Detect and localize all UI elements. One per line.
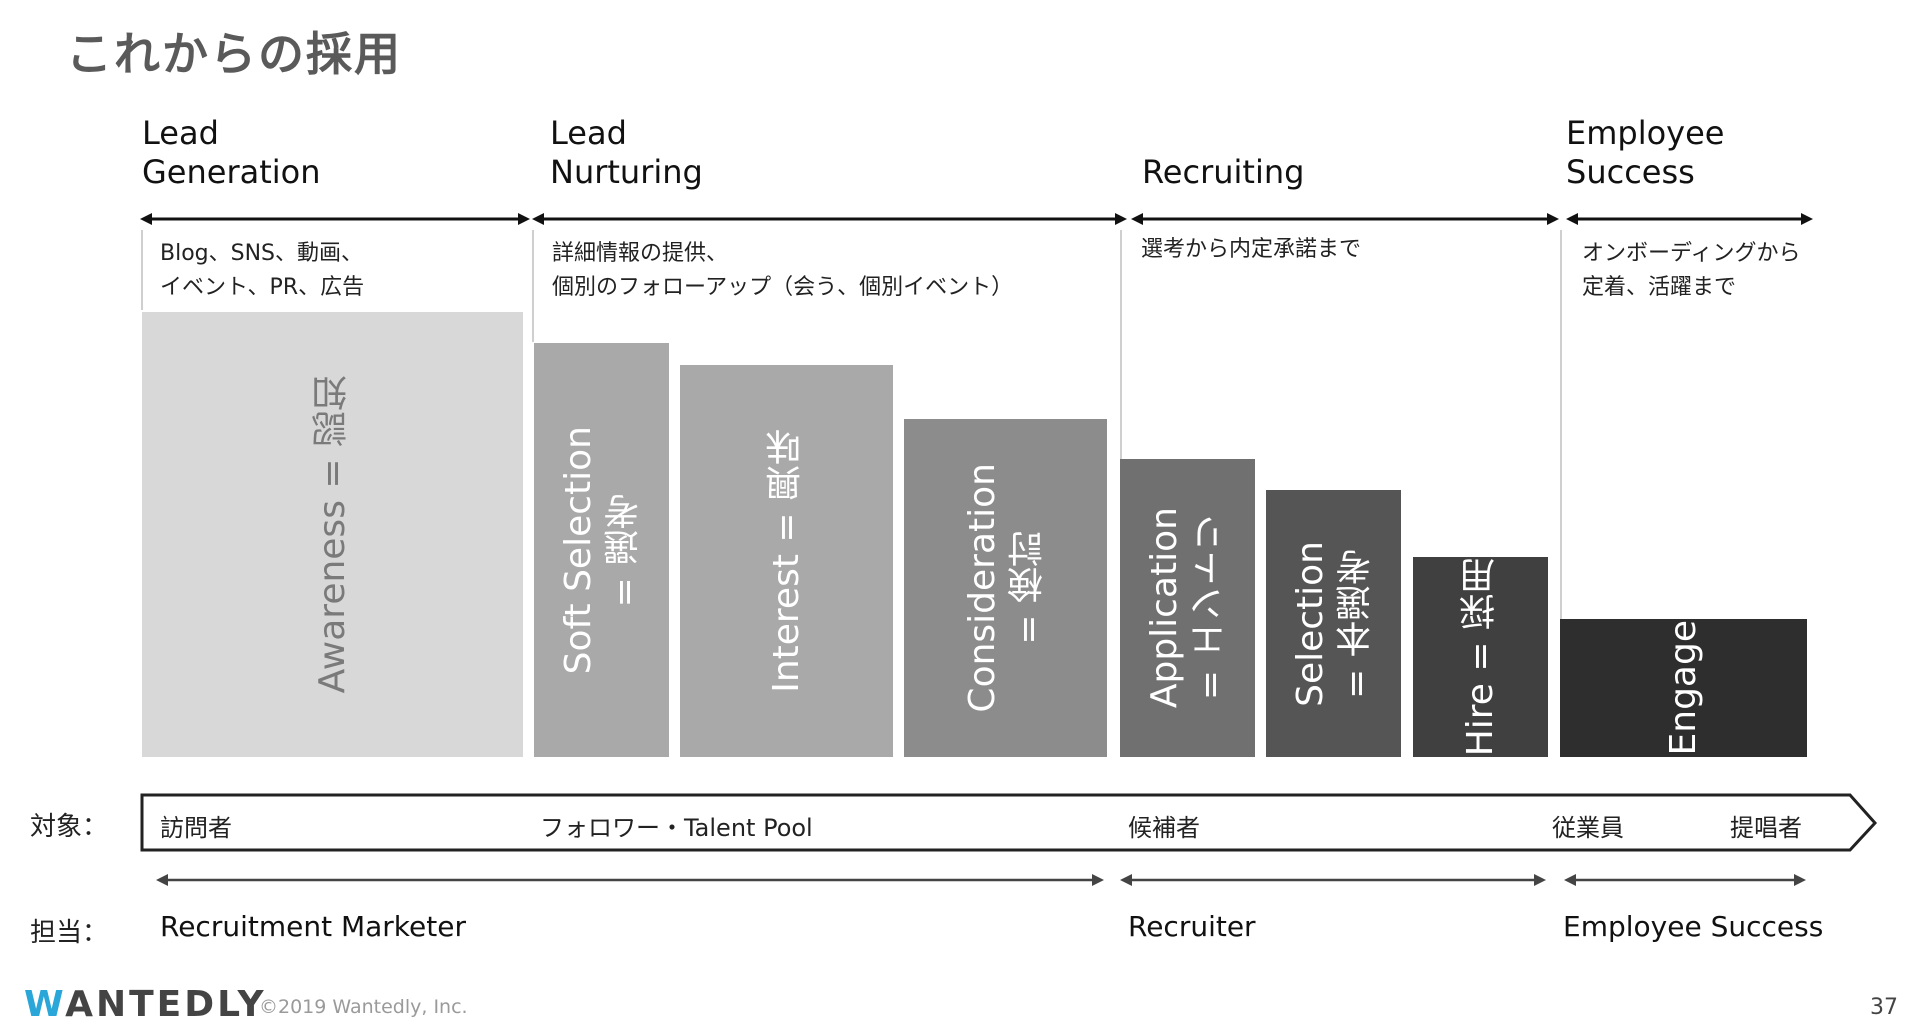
phase-desc-employee-success: オンボーディングから 定着、活躍まで [1582,241,1801,300]
phase-desc-lead-generation: Blog、SNS、動画、 イベント、PR、広告 [160,241,365,300]
phase-divider [141,230,143,310]
footer-copyright: ©2019 Wantedly, Inc. [259,996,468,1018]
stage-interest: Interest = 興味 [680,365,893,757]
phase-arrow-lead-nurturing [532,213,1127,225]
logo-text: ANTEDLY [65,984,267,1025]
phase-label-lead-generation: Lead Generation [142,114,321,191]
target-employees: 従業員 [1552,814,1624,842]
owner-recruiter: Recruiter [1128,910,1256,943]
stage-awareness: Awareness = 認知 [142,312,523,757]
stage-label-consideration: Consideration = 検討 [961,463,1049,713]
target-row-label: 対象： [30,812,109,842]
phase-desc-recruiting: 選考から内定承諾まで [1141,237,1362,262]
phase-label-recruiting: Recruiting [1142,153,1305,191]
phase-arrow-employee-success [1566,213,1813,225]
stage-consideration: Consideration = 検討 [904,419,1107,757]
owner-row-label: 担当： [30,918,109,948]
stage-application: Application = エントリ [1120,459,1255,757]
target-visitors: 訪問者 [160,814,232,842]
owner-arrow-recruitment-marketer [156,874,1104,886]
stage-label-hire: Hire = 採用 [1459,557,1501,757]
page-number: 37 [1870,995,1898,1020]
stage-label-application: Application = エントリ [1143,507,1231,709]
owner-arrow-employee-success [1564,874,1806,886]
phase-divider [1120,230,1122,460]
phase-divider [1560,230,1562,620]
stage-selection: Selection = 本選考 [1266,490,1401,757]
logo-w-mark: W [24,984,66,1025]
owner-recruitment-marketer: Recruitment Marketer [160,910,466,943]
slide-title: これからの採用 [66,27,402,81]
phase-arrow-recruiting [1131,213,1559,225]
stage-label-soft-selection: Soft Selection = 選考 [557,425,645,675]
stage-label-interest: Interest = 興味 [765,429,807,693]
stage-hire: Hire = 採用 [1413,557,1548,757]
stage-label-engage: Engage [1662,620,1704,756]
phase-arrow-lead-generation [140,213,530,225]
owner-arrow-recruiter [1120,874,1546,886]
stage-soft-selection: Soft Selection = 選考 [534,343,669,757]
stage-label-awareness: Awareness = 認知 [311,375,353,694]
owner-employee-success: Employee Success [1563,910,1824,943]
stage-label-selection: Selection = 本選考 [1289,540,1377,707]
phase-arrows [140,213,1813,225]
wantedly-logo: WANTEDLY [24,984,267,1025]
stage-engage: Engage [1560,619,1807,757]
phase-label-lead-nurturing: Lead Nurturing [550,114,703,191]
phase-desc-lead-nurturing: 詳細情報の提供、 個別のフォローアップ（会う、個別イベント） [552,241,1014,300]
phase-label-employee-success: Employee Success [1566,114,1725,191]
target-followers-talent-pool: フォロワー・Talent Pool [540,814,813,842]
phase-divider [532,230,534,342]
target-candidates: 候補者 [1128,814,1200,842]
target-advocates: 提唱者 [1730,814,1802,842]
owner-arrows [156,874,1806,886]
